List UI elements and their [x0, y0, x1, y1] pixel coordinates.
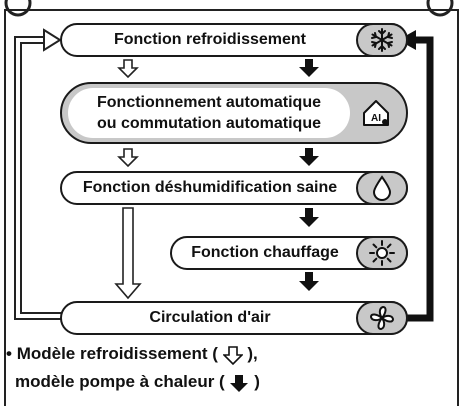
mode-cooling-label: Fonction refroidissement [113, 31, 307, 48]
mode-cooling: Fonction refroidissement [60, 23, 408, 57]
legend-line-1: • Modèle refroidissement ( ), [6, 344, 258, 365]
solid-arrow-legend-icon [230, 374, 249, 392]
header-ring-left [4, 0, 32, 17]
mode-automatic-line2: ou commutation automatique [97, 115, 321, 132]
open-arrow-1 [117, 59, 139, 79]
mode-dehumid-label: Fonction déshumidification saine [82, 179, 338, 196]
open-arrow-long [114, 207, 142, 300]
water-drop-icon [356, 171, 408, 205]
mode-automatic-line1: Fonctionnement automatique [97, 94, 321, 111]
solid-arrow-3 [299, 208, 319, 227]
mode-dehumid: Fonction déshumidification saine [60, 171, 408, 205]
open-arrow-legend-icon [222, 345, 243, 365]
cooling-loop-arrowhead [43, 28, 62, 52]
auto-ai-icon: AI [352, 90, 400, 136]
open-arrow-2 [117, 148, 139, 168]
legend-line2-close: ) [254, 372, 260, 391]
legend-line-2: modèle pompe à chaleur ( ) [15, 372, 260, 393]
snowflake-icon [356, 23, 408, 57]
mode-heating-label: Fonction chauffage [191, 244, 339, 261]
header-ring-right [426, 0, 454, 17]
solid-arrow-2 [299, 148, 319, 166]
sun-icon [356, 236, 408, 270]
heatpump-loop-line [392, 36, 434, 322]
svg-text:AI: AI [371, 113, 381, 124]
cooling-loop-outline [14, 36, 68, 320]
legend-line2-text: modèle pompe à chaleur ( [15, 372, 225, 391]
mode-automatic: Fonctionnement automatique ou commutatio… [60, 82, 408, 144]
mode-fan: Circulation d'air [60, 301, 408, 335]
mode-heating: Fonction chauffage [170, 236, 408, 270]
legend-line1-text: Modèle refroidissement ( [16, 344, 218, 363]
solid-arrow-4 [299, 272, 319, 291]
fan-icon [356, 301, 408, 335]
legend-line1-close: ), [247, 344, 258, 363]
solid-arrow-1 [299, 59, 319, 77]
mode-automatic-label: Fonctionnement automatique ou commutatio… [68, 88, 350, 138]
legend-bullet: • [6, 344, 12, 363]
mode-fan-label: Circulation d'air [149, 309, 271, 326]
